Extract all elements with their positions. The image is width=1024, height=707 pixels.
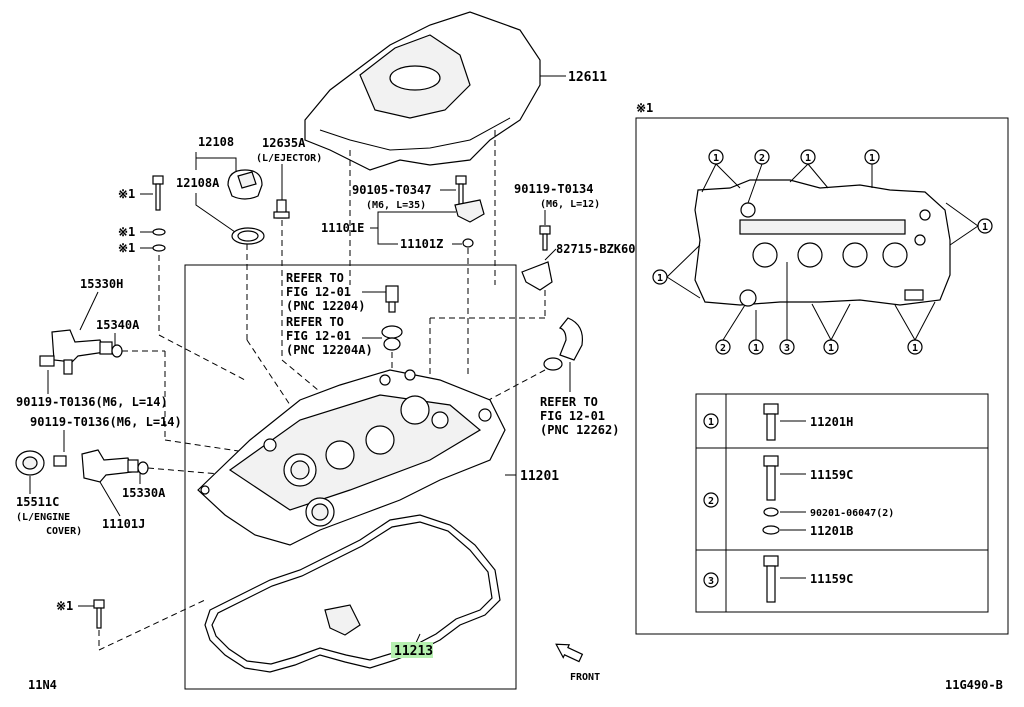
engine-cover-drawing [304, 11, 541, 171]
front-arrow-icon [555, 643, 584, 663]
callout-bot-1c: 1 [912, 343, 918, 354]
inset-legend-table: 1 11201H 2 11159C 90201-06047(2) 11201B … [695, 393, 989, 613]
clamp-bolt-drawing [539, 225, 551, 251]
ref2-line3[interactable]: (PNC 12204A) [286, 343, 373, 357]
label-15511C[interactable]: 15511C [16, 495, 59, 509]
legend-key-1: 1 [708, 417, 714, 428]
label-15340A[interactable]: 15340A [96, 318, 140, 332]
code-right: 11G490-B [945, 678, 1003, 692]
label-mark1-b[interactable]: ※1 [118, 225, 135, 239]
legend-key-2: 2 [708, 496, 714, 507]
ref1-line2[interactable]: FIG 12-01 [286, 285, 351, 299]
ref1-line3[interactable]: (PNC 12204) [286, 299, 365, 313]
label-mark1-a[interactable]: ※1 [118, 187, 135, 201]
callout-left-1: 1 [657, 273, 663, 284]
label-90119a[interactable]: 90119-T0134 [514, 182, 593, 196]
label-front[interactable]: FRONT [570, 672, 600, 683]
legend-2-part-0: 11159C [810, 468, 853, 482]
inset-cover-topview-drawing [694, 179, 951, 307]
label-90119c[interactable]: 90119-T0136(M6, L=14) [30, 415, 182, 429]
label-15511C-note2[interactable]: COVER) [46, 526, 82, 537]
callout-bot-1b: 1 [828, 343, 834, 354]
pcv-hose-drawing [558, 317, 584, 361]
label-12635A-note[interactable]: (L/EJECTOR) [256, 153, 322, 164]
label-90105-spec[interactable]: (M6, L=35) [366, 200, 426, 211]
legend-key-3: 3 [708, 576, 714, 587]
label-15511C-note1[interactable]: (L/ENGINE [16, 512, 70, 523]
label-12108A[interactable]: 12108A [176, 176, 220, 190]
legend-1-part-0: 11201H [810, 415, 853, 429]
ref2-line1[interactable]: REFER TO [286, 315, 344, 329]
legend-2-part-2: 11201B [810, 524, 853, 538]
spark-plug-tube-drawing [385, 285, 399, 313]
cylinder-head-cover-drawing [197, 369, 506, 546]
cam-sensor-cover-drawing [15, 450, 67, 476]
label-11101Z[interactable]: 11101Z [400, 237, 443, 251]
callout-top-1b: 1 [805, 153, 811, 164]
label-11213[interactable]: 11213 [394, 644, 433, 659]
oil-filler-cap-drawing [227, 169, 265, 245]
label-82715[interactable]: 82715-BZK60 [556, 242, 635, 256]
label-11201[interactable]: 11201 [520, 469, 559, 484]
ocv-upper-drawing [39, 329, 123, 375]
ref3-line2[interactable]: FIG 12-01 [540, 409, 605, 423]
label-mark1-d[interactable]: ※1 [56, 599, 73, 613]
label-90105[interactable]: 90105-T0347 [352, 183, 431, 197]
inset-title: ※1 [636, 101, 653, 115]
label-15330H[interactable]: 15330H [80, 277, 123, 291]
label-mark1-c[interactable]: ※1 [118, 241, 135, 255]
ejector-drawing [273, 199, 290, 219]
label-11101J[interactable]: 11101J [102, 517, 145, 531]
ref3-line3[interactable]: (PNC 12262) [540, 423, 619, 437]
label-12611[interactable]: 12611 [568, 70, 607, 85]
ocv-lower-drawing [81, 449, 149, 483]
code-left: 11N4 [28, 678, 57, 692]
label-12635A[interactable]: 12635A [262, 136, 306, 150]
ref3-line1[interactable]: REFER TO [540, 395, 598, 409]
label-15330A[interactable]: 15330A [122, 486, 166, 500]
bolt-drawing-d [93, 599, 105, 629]
highlight-11213 [391, 642, 433, 658]
label-90119a-spec[interactable]: (M6, L=12) [540, 199, 600, 210]
label-11101E[interactable]: 11101E [321, 221, 364, 235]
callout-bot-3: 3 [784, 343, 790, 354]
bolt-drawing-a [152, 175, 164, 211]
callout-top-1c: 1 [869, 153, 875, 164]
callout-top-1a: 1 [713, 153, 719, 164]
ref2-line2[interactable]: FIG 12-01 [286, 329, 351, 343]
callout-right-1: 1 [982, 222, 988, 233]
callout-top-2: 2 [759, 153, 765, 164]
callout-bot-1a: 1 [753, 343, 759, 354]
legend-2-part-1: 90201-06047(2) [810, 508, 894, 519]
ref1-line1[interactable]: REFER TO [286, 271, 344, 285]
label-90119b[interactable]: 90119-T0136(M6, L=14) [16, 395, 168, 409]
legend-3-part-0: 11159C [810, 572, 853, 586]
inset-frame [635, 117, 1009, 635]
label-12108[interactable]: 12108 [198, 135, 234, 149]
inset-callouts: 1 2 1 1 1 1 2 1 3 1 1 [652, 149, 993, 355]
breather-bolt-drawing [454, 175, 485, 248]
callout-bot-2: 2 [720, 343, 726, 354]
clamp-bracket-drawing [521, 261, 553, 291]
